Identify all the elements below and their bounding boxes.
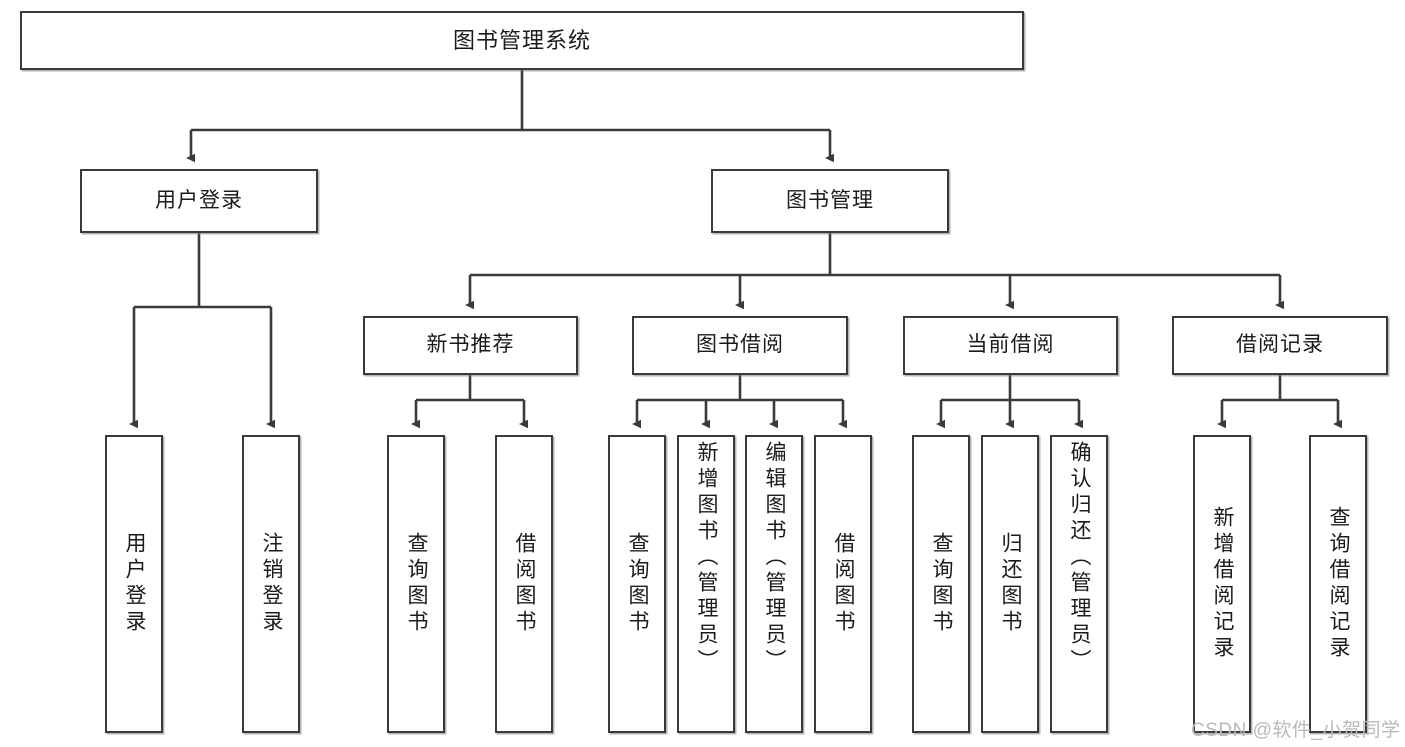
leaf-user-login-logout[interactable]: 注销登录 [242,435,300,733]
leaf-new-book-borrow-book[interactable]: 借阅图书 [495,435,553,733]
leaf-book-borrow-edit-book-admin[interactable]: 编辑图书（管理员） [745,435,803,733]
node-label: 图书管理系统 [452,27,591,53]
node-book-management[interactable]: 图书管理 [711,169,949,233]
node-label: 用户登录 [123,532,147,636]
node-label: 当前借阅 [966,333,1055,357]
leaf-user-login-login[interactable]: 用户登录 [105,435,163,733]
node-new-book-recommend[interactable]: 新书推荐 [363,316,578,375]
node-label: 图书借阅 [696,333,784,357]
node-label: 查询图书 [405,532,429,636]
node-user-login[interactable]: 用户登录 [80,169,318,233]
node-label: 查询图书 [930,532,954,636]
leaf-borrow-records-add-record[interactable]: 新增借阅记录 [1193,435,1251,733]
node-label: 借阅图书 [832,532,856,636]
node-label: 新增借阅记录 [1211,506,1235,662]
leaf-book-borrow-query-book[interactable]: 查询图书 [608,435,666,733]
node-current-borrow[interactable]: 当前借阅 [903,316,1118,375]
leaf-new-book-query-book[interactable]: 查询图书 [387,435,445,733]
node-label: 借阅图书 [513,532,537,636]
leaf-current-borrow-confirm-return-admin[interactable]: 确认归还（管理员） [1050,435,1108,733]
node-label: 图书管理 [786,188,874,212]
node-label: 编辑图书（管理员） [763,441,787,675]
node-label: 用户登录 [155,188,243,212]
leaf-current-borrow-query-book[interactable]: 查询图书 [912,435,970,733]
csdn-watermark: CSDN @软件_小贺同学 [1191,720,1401,741]
leaf-book-borrow-borrow-book[interactable]: 借阅图书 [814,435,872,733]
node-label: 查询图书 [626,532,650,636]
node-label: 借阅记录 [1236,333,1324,357]
node-label: 注销登录 [260,532,284,636]
node-borrow-records[interactable]: 借阅记录 [1172,316,1388,375]
node-label: 新增图书（管理员） [695,441,719,675]
node-label: 归还图书 [999,532,1023,636]
leaf-current-borrow-return-book[interactable]: 归还图书 [981,435,1039,733]
node-label: 新书推荐 [426,333,515,357]
leaf-borrow-records-query-record[interactable]: 查询借阅记录 [1309,435,1367,733]
node-label: 查询借阅记录 [1327,506,1351,662]
node-label: 确认归还（管理员） [1068,441,1092,675]
node-root-book-management-system[interactable]: 图书管理系统 [20,11,1024,70]
leaf-book-borrow-add-book-admin[interactable]: 新增图书（管理员） [677,435,735,733]
node-book-borrow[interactable]: 图书借阅 [632,316,848,375]
